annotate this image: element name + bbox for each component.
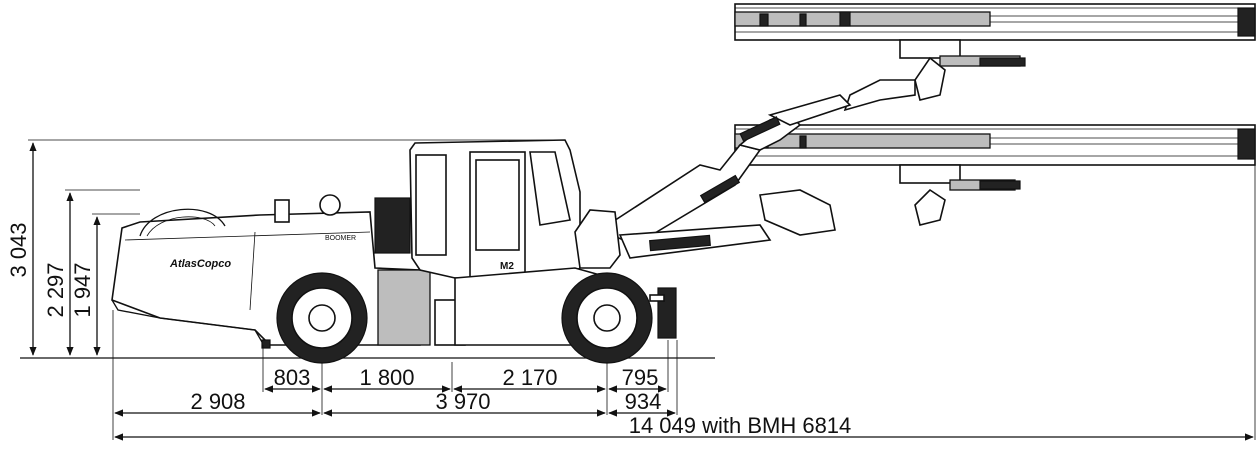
boom-arms — [598, 94, 852, 259]
carrier: AtlasCopco M2 BOOMER — [111, 139, 677, 364]
lower-boom — [734, 124, 1256, 236]
dim-934: 934 — [625, 389, 662, 414]
dim-2908: 2 908 — [190, 389, 245, 414]
height-cab-label: 2 297 — [43, 262, 68, 317]
dim-3970: 3 970 — [435, 389, 490, 414]
rear-wheel — [276, 272, 368, 364]
upper-boom — [734, 3, 1256, 112]
vertical-dimensions: 3 043 2 297 1 947 — [6, 139, 555, 356]
front-wheel — [561, 272, 653, 364]
height-total-label: 3 043 — [6, 222, 31, 277]
brand-marking: AtlasCopco — [169, 258, 231, 270]
dim-2170: 2 170 — [502, 365, 557, 390]
dim-803: 803 — [274, 365, 311, 390]
dim-795: 795 — [622, 365, 659, 390]
side-marking: BOOMER — [325, 235, 356, 242]
model-marking: M2 — [500, 261, 514, 272]
dim-1800: 1 800 — [359, 365, 414, 390]
dim-overall: 14 049 with BMH 6814 — [629, 413, 852, 438]
horizontal-dimensions: 803 1 800 2 170 795 2 908 3 970 934 14 0… — [112, 165, 1256, 441]
height-body-label: 1 947 — [70, 262, 95, 317]
